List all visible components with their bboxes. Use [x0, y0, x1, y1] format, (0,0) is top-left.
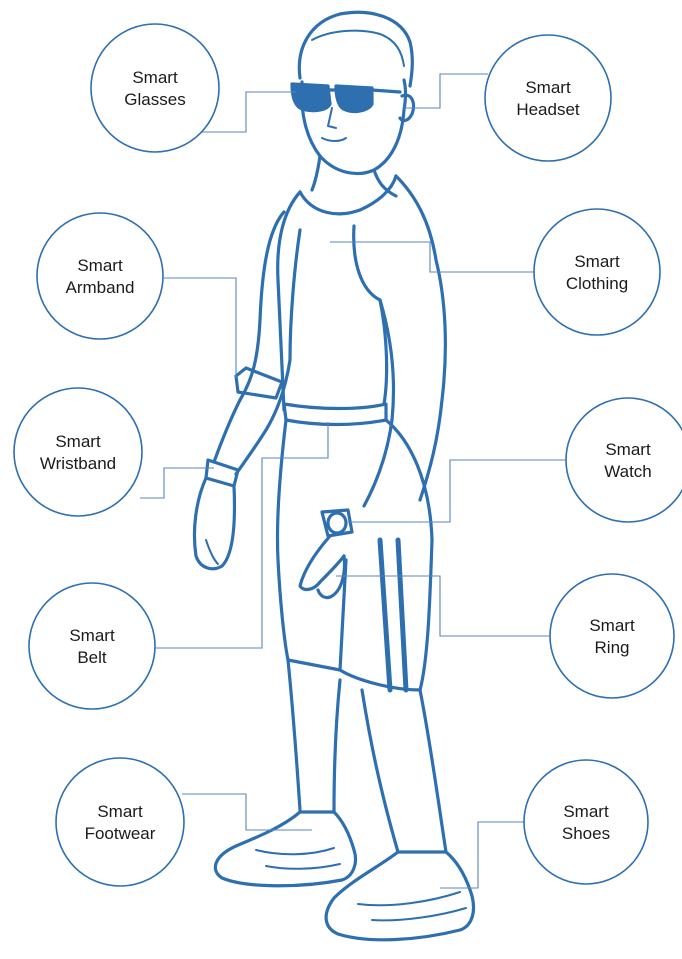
shorts-stripe [398, 540, 406, 690]
callout-label-line: Smart [574, 252, 620, 271]
callout-circle [14, 388, 142, 516]
belt-band [284, 404, 386, 425]
leader-headset [404, 74, 488, 108]
callout-label-line: Clothing [566, 274, 628, 293]
callout-label-line: Smart [563, 802, 609, 821]
leader-ring [336, 576, 550, 636]
callout-circle [56, 758, 184, 886]
callout-circle [91, 24, 219, 152]
leader-belt [154, 422, 328, 648]
person-figure [194, 12, 473, 939]
callout-label-line: Smart [77, 256, 123, 275]
callout-circle [534, 209, 660, 335]
leader-shoes [440, 822, 526, 888]
leader-footwear [182, 794, 312, 830]
leader-armband [164, 278, 236, 378]
callout-label-line: Smart [132, 68, 178, 87]
callout-circle [37, 213, 163, 339]
callout-circle [29, 583, 155, 709]
callout-label-line: Headset [516, 100, 580, 119]
callout-label-line: Ring [595, 638, 630, 657]
callout-label-line: Smart [97, 802, 143, 821]
glasses-drawing [292, 84, 400, 111]
shorts [277, 420, 288, 660]
callout-label-line: Armband [66, 278, 135, 297]
callout-label-line: Smart [605, 440, 651, 459]
armband-drawing [236, 368, 282, 398]
hair [299, 12, 412, 86]
callout-label-line: Shoes [562, 824, 610, 843]
callout-label-line: Glasses [124, 90, 185, 109]
callout-label-line: Smart [69, 626, 115, 645]
callout-bubbles: SmartGlassesSmartHeadsetSmartArmbandSmar… [14, 24, 682, 886]
callout-label-line: Smart [589, 616, 635, 635]
callout-label-line: Smart [55, 432, 101, 451]
right-shoe [326, 852, 473, 940]
callout-label-line: Belt [77, 648, 107, 667]
callout-label-line: Smart [525, 78, 571, 97]
callout-label-line: Footwear [85, 824, 156, 843]
callout-circle [550, 574, 674, 698]
shorts-stripe [380, 540, 390, 690]
callout-circle [524, 760, 648, 884]
wristband-drawing [206, 460, 238, 486]
left-shoe [215, 812, 355, 886]
callout-circle [566, 398, 682, 522]
callout-label-line: Watch [604, 462, 652, 481]
callout-circle [485, 35, 611, 161]
callout-label-line: Wristband [40, 454, 116, 473]
